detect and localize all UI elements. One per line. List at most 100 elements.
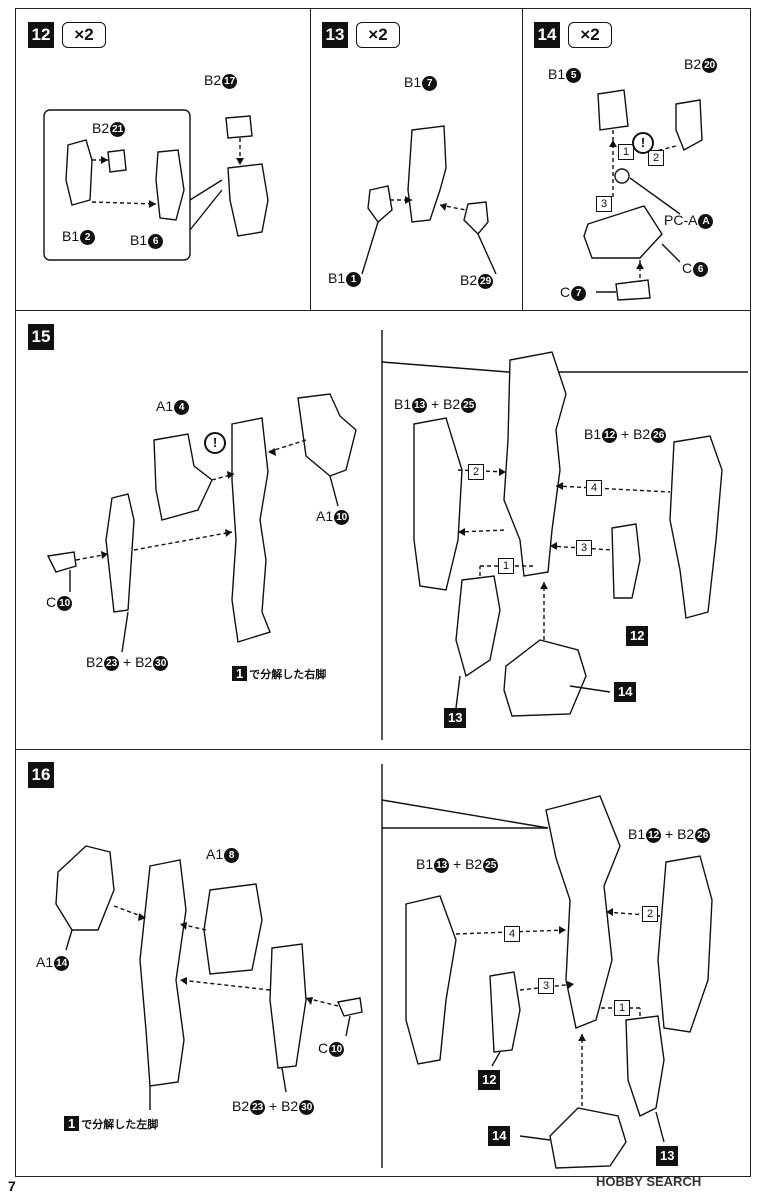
part-code: B1 [548,66,566,82]
part-code: B2 [232,1098,250,1114]
substep-4: 4 [586,480,602,496]
part-code: + B2 [123,654,153,670]
part-number-badge: 25 [461,397,477,413]
part-number-badge: 10 [334,509,350,525]
part-code: B2 [684,56,702,72]
substep-3: 3 [576,540,592,556]
part-number-badge: 6 [693,261,709,277]
watermark: HOBBY SEARCH [596,1174,702,1189]
substep-1: 1 [498,558,514,574]
part-code: + B2 [431,396,461,412]
part-number-badge: 26 [651,427,667,443]
part-code: A1 [156,398,174,414]
part-number-badge: 12 [646,827,662,843]
step-number-14: 14 [534,22,560,48]
part-code: B1 [584,426,602,442]
part-code: B2 [204,72,222,88]
part-code: C [46,594,57,610]
substep-1: 1 [614,1000,630,1016]
ref-step-14: 14 [614,682,637,702]
part-code: + B2 [621,426,651,442]
leg-note-step: 1 [64,1116,80,1131]
part-number-badge: 8 [224,847,240,863]
part-number-badge: 5 [566,67,582,83]
part-number-badge: 7 [571,285,587,301]
part-code: + B2 [665,826,695,842]
substep-2: 2 [648,150,664,166]
part-number-badge: 2 [80,229,96,245]
part-code: + B2 [269,1098,299,1114]
substep-3: 3 [596,196,612,212]
ref-step-13: 13 [444,708,467,728]
part-number-badge: 10 [57,595,73,611]
part-code: A1 [206,846,224,862]
leg-note-text: で分解した左脚 [81,1119,159,1131]
part-number-badge: 25 [483,857,499,873]
part-number-badge: 23 [250,1099,266,1115]
part-code: B2 [92,120,110,136]
caution-icon: ! [204,432,226,454]
part-number-badge: A [698,213,714,229]
substep-2: 2 [468,464,484,480]
part-code: B2 [460,272,478,288]
part-number-badge: 10 [329,1041,345,1057]
part-code: B1 [328,270,346,286]
part-number-badge: 6 [148,233,164,249]
part-code: A1 [316,508,334,524]
part-code: B1 [628,826,646,842]
part-code: PC-A [664,212,698,228]
part-code: C [560,284,571,300]
part-number-badge: 13 [434,857,450,873]
ref-step-13: 13 [656,1146,679,1166]
part-code: B1 [130,232,148,248]
part-number-badge: 17 [222,73,238,89]
substep-1: 1 [618,144,634,160]
step-13-multiplier: ×2 [356,22,400,48]
part-code: B1 [404,74,422,90]
part-code: C [318,1040,329,1056]
part-number-badge: 4 [174,399,190,415]
step-number-13: 13 [322,22,348,48]
step-number-16: 16 [28,762,54,788]
leg-note-step: 1 [232,666,248,681]
substep-2: 2 [642,906,658,922]
part-number-badge: 30 [153,655,169,671]
leg-note-text: で分解した右脚 [249,669,327,681]
ref-step-12: 12 [478,1070,501,1090]
step-14-multiplier: ×2 [568,22,612,48]
page-number: 7 [8,1178,16,1194]
part-code: B2 [86,654,104,670]
part-code: + B2 [453,856,483,872]
part-number-badge: 14 [54,955,70,971]
substep-4: 4 [504,926,520,942]
part-code: B1 [394,396,412,412]
step-number-15: 15 [28,324,54,350]
part-code: A1 [36,954,54,970]
part-number-badge: 23 [104,655,120,671]
part-number-badge: 29 [478,273,494,289]
part-number-badge: 13 [412,397,428,413]
